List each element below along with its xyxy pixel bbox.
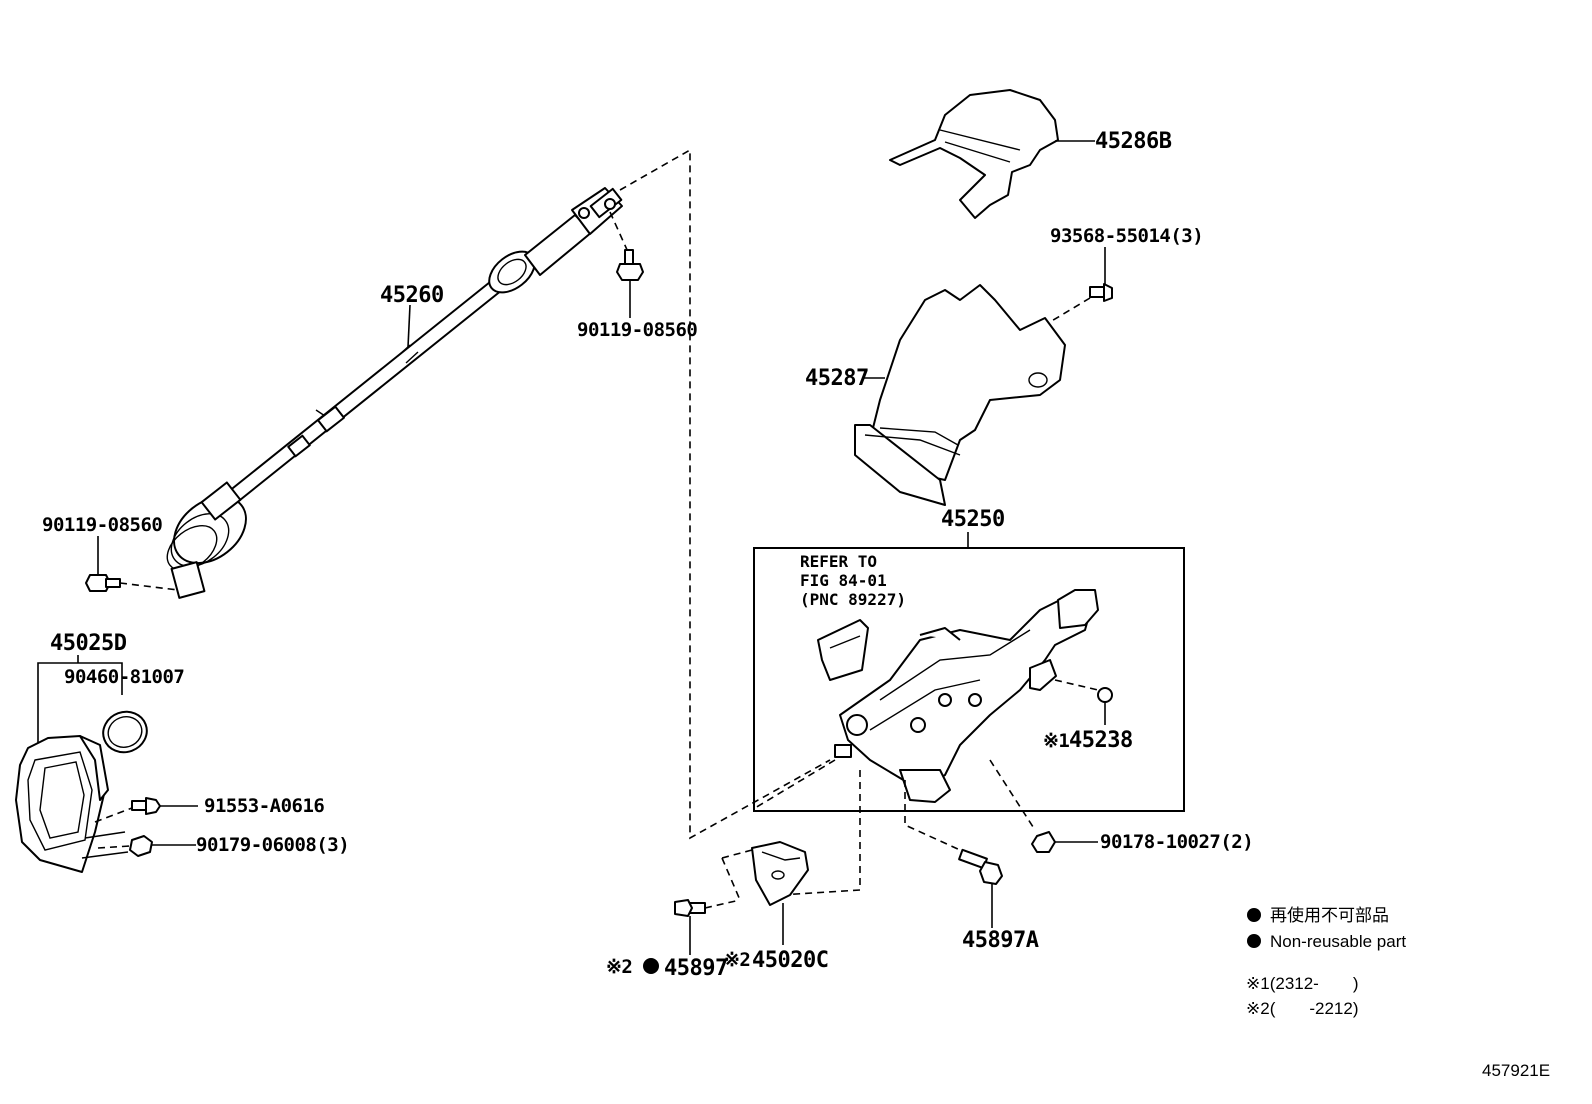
legend: 再使用不可部品 Non-reusable part ※1(2312- ) ※2(… xyxy=(1246,905,1406,1018)
bolt-90119-top: 90119-08560 xyxy=(577,211,698,341)
cover-upper-45286B: 45286B xyxy=(889,89,1172,219)
bolt-45897: ※2 45897 xyxy=(606,899,741,981)
column-assy-box xyxy=(753,547,1185,812)
legend-note1: ※1(2312- ) xyxy=(1246,974,1359,993)
bolt-90119-left: 90119-08560 xyxy=(42,514,179,592)
label-45020C: 45020C xyxy=(752,948,828,973)
mark-2b: ※2 xyxy=(724,949,750,971)
legend-jp: 再使用不可部品 xyxy=(1270,905,1389,925)
refer-line1: REFER TO xyxy=(800,552,877,571)
mark-2: ※2 xyxy=(606,956,632,978)
label-45286B: 45286B xyxy=(1095,129,1172,154)
legend-dot-icon xyxy=(1247,908,1261,922)
screw-91553: 91553-A0616 xyxy=(94,795,325,823)
label-93568: 93568-55014(3) xyxy=(1050,225,1203,247)
dash-col-45897A xyxy=(904,780,961,851)
label-45287: 45287 xyxy=(805,366,869,391)
part-45238: ※1 45238 xyxy=(1043,687,1133,753)
bolt-45897A: 45897A xyxy=(958,848,1039,953)
label-91553: 91553-A0616 xyxy=(204,795,324,817)
nut-90178: 90178-10027(2) xyxy=(1031,831,1254,853)
intermediate-shaft-45260: 45260 xyxy=(166,187,623,599)
refer-box-text: REFER TO FIG 84-01 (PNC 89227) xyxy=(800,552,906,609)
refer-line2: FIG 84-01 xyxy=(800,571,887,590)
label-45025D: 45025D xyxy=(50,631,127,656)
dash-col-45238 xyxy=(1054,679,1099,691)
legend-en: Non-reusable part xyxy=(1270,932,1406,951)
label-90179: 90179-06008(3) xyxy=(196,834,349,856)
label-45250: 45250 xyxy=(941,507,1005,532)
legend-note2: ※2( -2212) xyxy=(1246,999,1359,1018)
diagram-id: 457921E xyxy=(1482,1061,1550,1080)
mark-1: ※1 xyxy=(1043,730,1069,752)
column-assy-45250 xyxy=(834,589,1099,803)
hole-cover-45025D: 45025D 90460-81007 xyxy=(15,631,185,873)
referenced-bracket xyxy=(817,619,869,681)
non-reusable-dot-icon xyxy=(643,958,659,974)
label-45260: 45260 xyxy=(380,283,444,308)
label-90460: 90460-81007 xyxy=(64,666,184,688)
label-90119-top: 90119-08560 xyxy=(577,319,697,341)
bracket-45020C: ※2 45020C xyxy=(721,841,829,973)
label-90119-left: 90119-08560 xyxy=(42,514,162,536)
label-90178: 90178-10027(2) xyxy=(1100,831,1253,853)
dash-col-45020C xyxy=(779,770,861,896)
nut-90179: 90179-06008(3) xyxy=(97,834,350,857)
legend-dot-icon-2 xyxy=(1247,934,1261,948)
dash-col-90178 xyxy=(989,759,1036,831)
screw-93568: 93568-55014(3) xyxy=(1044,225,1204,326)
refer-line3: (PNC 89227) xyxy=(800,590,906,609)
label-45897: 45897 xyxy=(664,956,728,981)
label-45238: 45238 xyxy=(1069,728,1133,753)
dash-col-left xyxy=(754,759,836,809)
cover-lower-45287: 45287 xyxy=(805,284,1066,506)
dash-boundary xyxy=(619,148,831,840)
label-45897A: 45897A xyxy=(962,928,1039,953)
